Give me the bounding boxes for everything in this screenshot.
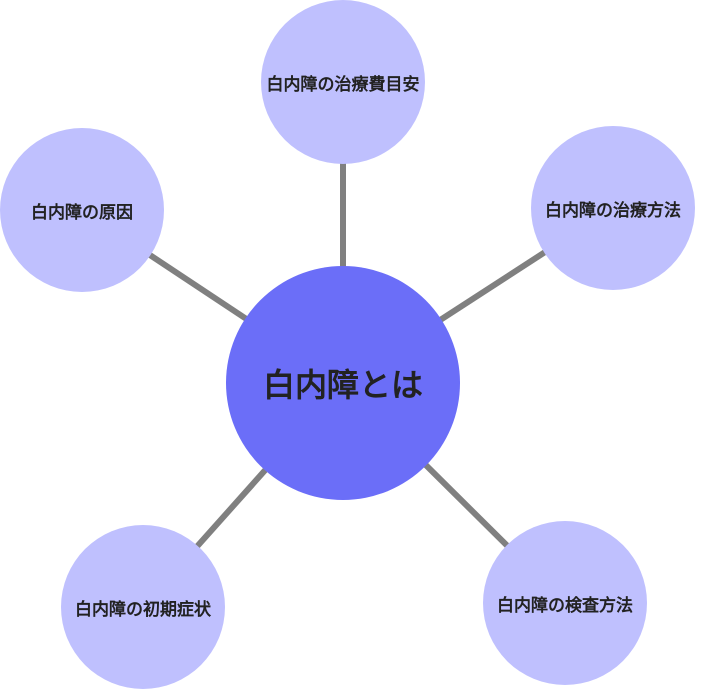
center-label: 白内障とは	[262, 366, 423, 404]
node-label: 白内障の治療方法	[545, 200, 681, 221]
node-cause: 白内障の原因	[0, 128, 164, 292]
node-label: 白内障の初期症状	[75, 599, 211, 620]
node-label: 白内障の検査方法	[497, 595, 633, 616]
node-symptoms: 白内障の初期症状	[61, 525, 225, 689]
node-exam: 白内障の検査方法	[483, 521, 647, 685]
node-treatment: 白内障の治療方法	[531, 126, 695, 290]
node-cost: 白内障の治療費目安	[261, 0, 425, 164]
node-label: 白内障の治療費目安	[266, 74, 420, 95]
node-label: 白内障の原因	[31, 202, 133, 223]
center-node: 白内障とは	[226, 266, 460, 500]
